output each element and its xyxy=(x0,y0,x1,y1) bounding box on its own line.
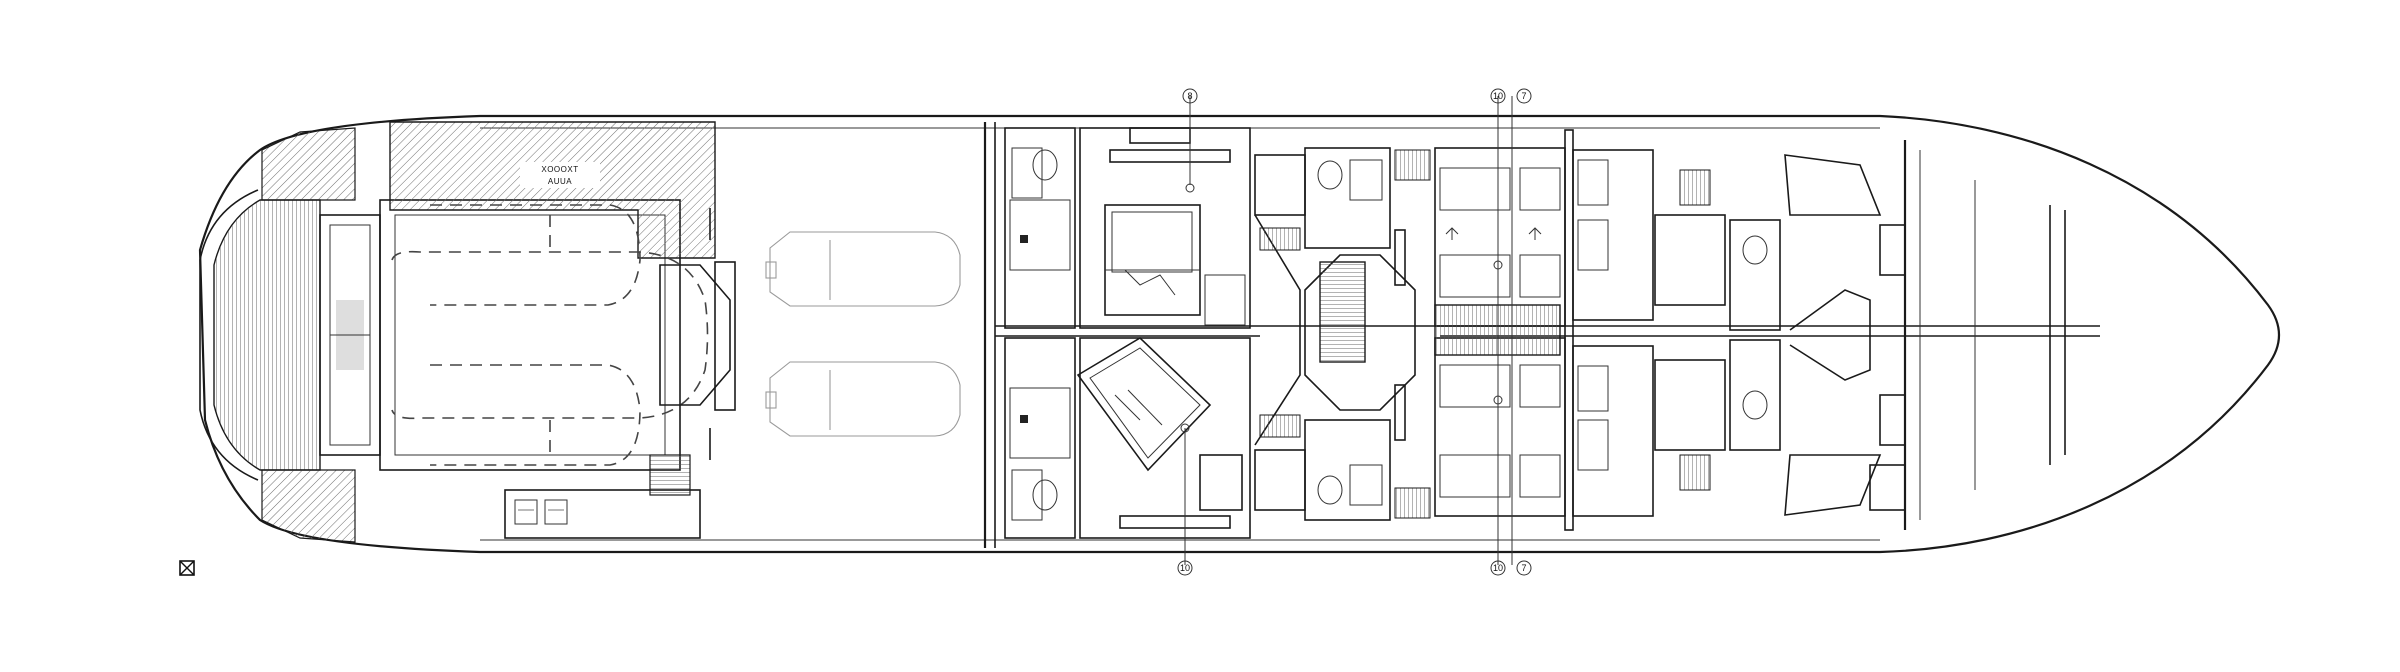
garage-label-line2: AUUA xyxy=(548,177,572,186)
callout-top-3: 7 xyxy=(1521,91,1526,101)
callout-bottom-1: 10 xyxy=(1180,563,1190,573)
mid-bathrooms xyxy=(1304,147,1431,521)
scale-marker-icon xyxy=(179,560,195,576)
stern-stair xyxy=(504,208,711,539)
callout-top-2: 10 xyxy=(1493,91,1503,101)
garage-label-line1: XOOOXT xyxy=(541,165,578,174)
guest-cabin-starboard-aft xyxy=(1004,337,1251,539)
lazarette-jetskis xyxy=(765,231,961,437)
guest-cabin-port-aft xyxy=(1004,127,1251,329)
section-callouts: 8 10 10 10 7 7 xyxy=(1177,88,1542,576)
tender-garage: XOOOXT AUUA xyxy=(319,121,736,471)
hull-outline xyxy=(198,114,2280,554)
callout-bottom-3: 7 xyxy=(1521,563,1526,573)
callout-top-1: 8 xyxy=(1187,91,1192,101)
bow-section xyxy=(1919,150,2066,520)
callout-bottom-2: 10 xyxy=(1493,563,1503,573)
forward-cabins xyxy=(1572,140,1907,530)
